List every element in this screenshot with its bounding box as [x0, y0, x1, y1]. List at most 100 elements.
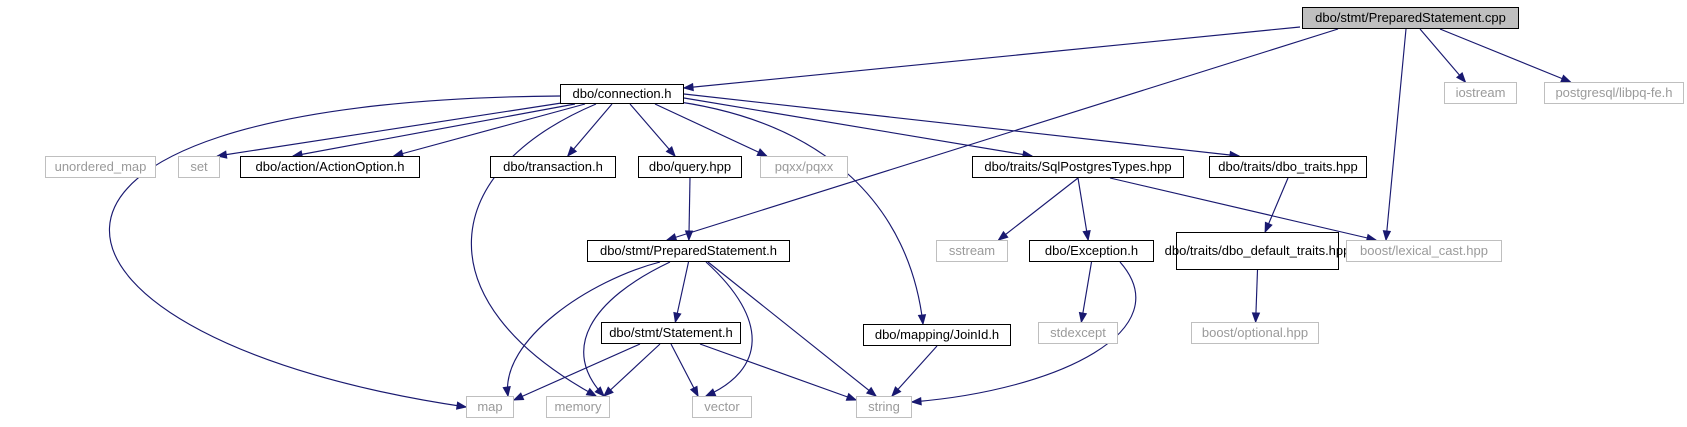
edge-exception-to-stdexcept	[1080, 261, 1093, 323]
edge-sqlpg-to-exception	[1077, 177, 1089, 241]
edge-prepared-to-map	[507, 261, 661, 397]
edge-arrowhead	[756, 148, 769, 157]
edge-arrowhead	[1560, 74, 1572, 83]
node-label: sstream	[948, 243, 996, 258]
edge-statement-to-memory	[603, 343, 661, 397]
edge-arrowhead	[1251, 312, 1261, 324]
node-label: dbo/query.hpp	[648, 159, 732, 174]
edge-prepared-to-string	[707, 261, 877, 397]
edge-arrowhead	[673, 311, 682, 324]
edge-statement-to-vector	[670, 343, 699, 397]
edge-sqlpg-to-lexical	[1109, 177, 1377, 241]
edge-dbotraits-to-default	[1264, 177, 1289, 233]
edge-root-to-prepared	[666, 28, 1339, 241]
node-pqxx-header[interactable]: pqxx/pqxx	[760, 156, 848, 178]
node-memory-header[interactable]: memory	[546, 396, 610, 418]
node-statement-header[interactable]: dbo/stmt/Statement.h	[601, 322, 741, 344]
edge-connection-to-map	[108, 95, 561, 408]
edge-connection-to-sqlpg	[683, 97, 1033, 157]
node-label: vector	[704, 399, 740, 414]
node-label: pqxx/pqxx	[774, 159, 834, 174]
node-sstream-header[interactable]: sstream	[936, 240, 1008, 262]
node-label: memory	[554, 399, 602, 414]
edge-sqlpg-to-sstream	[998, 177, 1079, 241]
node-label: dbo/action/ActionOption.h	[255, 159, 405, 174]
edge-arrowhead	[585, 387, 598, 397]
node-transaction-header[interactable]: dbo/transaction.h	[490, 156, 616, 178]
edge-connection-to-joinid	[664, 99, 924, 325]
edge-connection-to-action	[393, 103, 586, 157]
node-label: boost/lexical_cast.hpp	[1360, 243, 1488, 258]
edge-connection-to-pqxx	[654, 103, 767, 157]
edge-arrowhead	[845, 392, 858, 401]
edge-arrowhead	[512, 392, 525, 401]
edge-prepared-to-statement	[674, 261, 690, 323]
edge-arrowhead	[689, 385, 699, 398]
edge-arrowhead	[891, 386, 902, 398]
edge-arrowhead	[566, 146, 578, 158]
edge-joinid-to-string	[891, 345, 938, 397]
node-sql-postgres-types-header[interactable]: dbo/traits/SqlPostgresTypes.hpp	[972, 156, 1184, 178]
edge-arrowhead	[594, 386, 605, 397]
node-label: postgresql/libpq-fe.h	[1555, 85, 1673, 100]
node-root-file[interactable]: dbo/stmt/PreparedStatement.cpp	[1302, 7, 1519, 29]
edge-arrowhead	[1264, 221, 1273, 234]
node-action-option-header[interactable]: dbo/action/ActionOption.h	[240, 156, 420, 178]
node-label: boost/optional.hpp	[1201, 325, 1309, 340]
edge-connection-to-query	[629, 103, 676, 157]
node-label: iostream	[1455, 85, 1506, 100]
node-vector-header[interactable]: vector	[692, 396, 752, 418]
edge-exception-to-string	[911, 261, 1137, 403]
node-join-id-header[interactable]: dbo/mapping/JoinId.h	[863, 324, 1011, 346]
node-dbo-default-traits-header[interactable]: dbo/traits/dbo_default_traits.hpp	[1165, 232, 1350, 270]
node-string-header[interactable]: string	[856, 396, 912, 418]
node-connection-header[interactable]: dbo/connection.h	[560, 84, 684, 104]
edge-prepared-to-vector	[705, 261, 753, 397]
edge-arrowhead	[602, 386, 614, 397]
edge-prepared-to-memory	[583, 261, 671, 397]
node-label: dbo/traits/SqlPostgresTypes.hpp	[984, 159, 1172, 174]
edge-arrowhead	[1078, 311, 1088, 324]
node-exception-header[interactable]: dbo/Exception.h	[1029, 240, 1154, 262]
node-unordered-map-header[interactable]: unordered_map	[45, 156, 156, 178]
edge-connection-to-dbotraits	[683, 93, 1240, 157]
node-stdexcept-header[interactable]: stdexcept	[1038, 322, 1118, 344]
node-label: dbo/mapping/JoinId.h	[874, 327, 1000, 342]
node-query-header[interactable]: dbo/query.hpp	[638, 156, 742, 178]
node-dbo-traits-header[interactable]: dbo/traits/dbo_traits.hpp	[1209, 156, 1367, 178]
node-label: map	[477, 399, 503, 414]
node-boost-optional-header[interactable]: boost/optional.hpp	[1191, 322, 1319, 344]
node-label: unordered_map	[54, 159, 147, 174]
edge-connection-to-unordered_map	[217, 101, 569, 157]
node-label: dbo/stmt/Statement.h	[609, 325, 733, 340]
edge-query-to-prepared	[688, 177, 691, 241]
edge-connection-to-memory	[470, 103, 597, 397]
node-set-header[interactable]: set	[178, 156, 220, 178]
edge-arrowhead	[455, 401, 468, 410]
node-label: stdexcept	[1050, 325, 1106, 340]
node-label: string	[868, 399, 900, 414]
edge-root-to-lexical	[1385, 28, 1407, 241]
edge-arrowhead	[1082, 229, 1091, 242]
edge-connection-to-transaction	[567, 103, 613, 157]
node-map-header[interactable]: map	[466, 396, 514, 418]
edge-arrowhead	[665, 146, 676, 158]
edge-root-to-libpq	[1439, 28, 1571, 83]
node-label: dbo/stmt/PreparedStatement.cpp	[1315, 10, 1506, 25]
edge-arrowhead	[997, 230, 1009, 241]
node-label: dbo/connection.h	[572, 86, 672, 101]
node-prepared-statement-header[interactable]: dbo/stmt/PreparedStatement.h	[587, 240, 790, 262]
node-label: dbo/stmt/PreparedStatement.h	[599, 243, 778, 258]
node-label: set	[190, 159, 208, 174]
edge-statement-to-map	[513, 343, 641, 401]
node-iostream-header[interactable]: iostream	[1444, 82, 1517, 104]
edge-arrowhead	[1455, 72, 1467, 84]
node-lexical-cast-header[interactable]: boost/lexical_cast.hpp	[1346, 240, 1502, 262]
edge-arrowhead	[910, 397, 922, 406]
node-label: dbo/transaction.h	[503, 159, 603, 174]
node-libpq-header[interactable]: postgresql/libpq-fe.h	[1544, 82, 1684, 104]
edge-root-to-iostream	[1419, 28, 1466, 83]
edge-arrowhead	[704, 388, 717, 397]
